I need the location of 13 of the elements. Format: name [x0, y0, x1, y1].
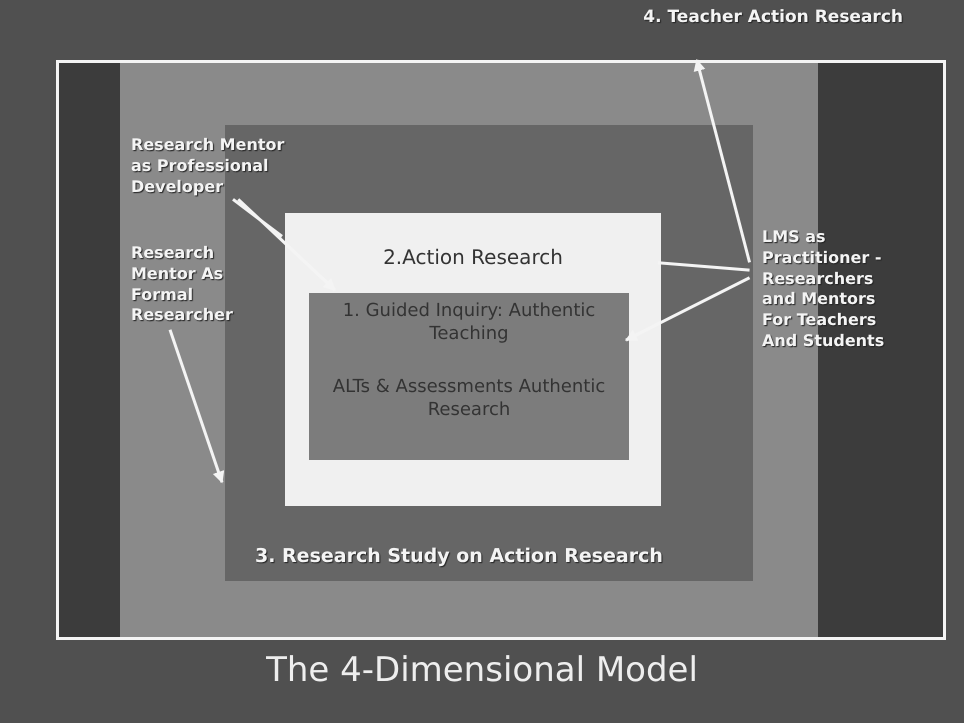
box-heading: 2.Action Research — [382, 245, 564, 269]
arrow — [694, 58, 751, 263]
callout-text: Research Mentor as Professional Developer — [131, 135, 306, 201]
box-heading: 1. Guided Inquiry: Authentic Teaching — [342, 299, 596, 346]
nested-box — [285, 213, 661, 506]
callout-text: Research Mentor As Formal Researcher — [131, 243, 236, 331]
nested-box — [309, 293, 629, 460]
diagram-title: The 4-Dimensional Model — [265, 650, 699, 690]
arrow — [624, 276, 750, 342]
box-text: ALTs & Assessments Authentic Research — [332, 375, 606, 422]
arrow — [168, 329, 224, 484]
box-heading: 3. Research Study on Action Research — [255, 545, 663, 567]
box-heading: 4. Teacher Action Research — [643, 7, 903, 27]
